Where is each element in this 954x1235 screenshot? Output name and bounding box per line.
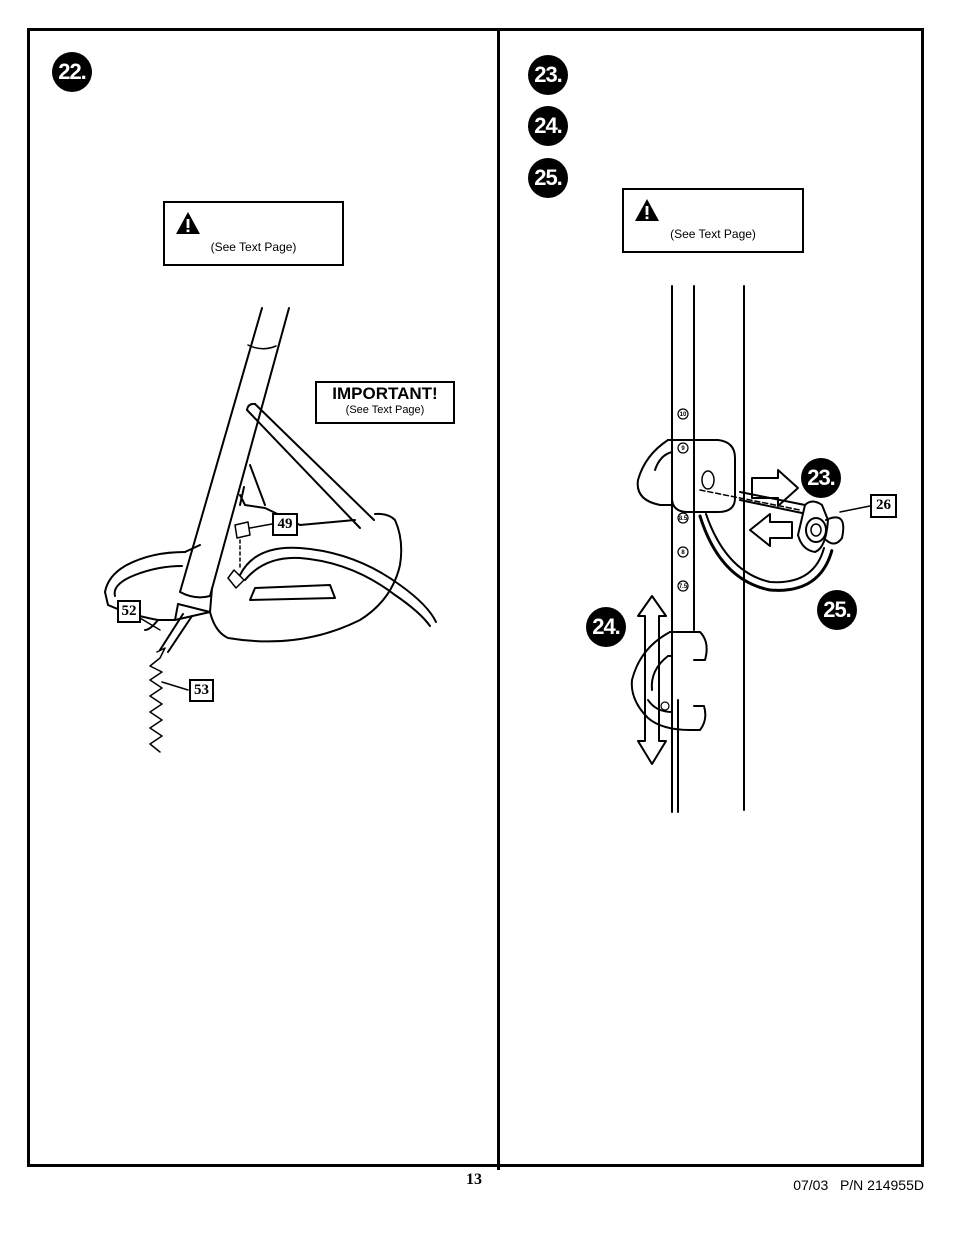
step-23-badge: 23. — [528, 55, 568, 95]
callout-24-badge: 24. — [586, 607, 626, 647]
callout-23-badge: 23. — [801, 458, 841, 498]
step-25-badge: 25. — [528, 158, 568, 198]
callout-25-badge: 25. — [817, 590, 857, 630]
warning-box-left: (See Text Page) — [163, 201, 344, 266]
panel-divider — [497, 28, 500, 1170]
warning-box-right: (See Text Page) — [622, 188, 804, 253]
footer-part-number: P/N 214955D — [839, 1177, 924, 1193]
step-22-badge: 22. — [52, 52, 92, 92]
height-mark: 10 — [680, 412, 687, 418]
height-mark: 8 — [681, 550, 685, 556]
page-number: 13 — [466, 1171, 482, 1188]
important-text: (See Text Page) — [345, 404, 425, 416]
page-frame — [27, 28, 924, 1167]
important-title: IMPORTANT! — [332, 384, 438, 403]
height-mark: 8.5 — [679, 516, 688, 522]
part-label-49: 49 — [272, 513, 298, 536]
warning-text-right: (See Text Page) — [670, 227, 756, 241]
important-box: IMPORTANT! (See Text Page) — [315, 381, 455, 424]
step-24-badge: 24. — [528, 106, 568, 146]
warning-triangle-icon — [176, 212, 200, 234]
part-label-53: 53 — [189, 679, 214, 702]
pole-left-edge — [179, 307, 263, 593]
warning-triangle-icon — [635, 199, 659, 221]
height-mark: 7.5 — [679, 584, 688, 590]
warning-text-left: (See Text Page) — [210, 240, 297, 254]
height-mark: 9 — [681, 446, 685, 452]
footer-date: 07/03 — [793, 1177, 829, 1193]
part-label-52: 52 — [117, 600, 141, 623]
part-label-26: 26 — [870, 494, 897, 518]
footer-info: 07/03 P/N 214955D — [793, 1177, 924, 1193]
